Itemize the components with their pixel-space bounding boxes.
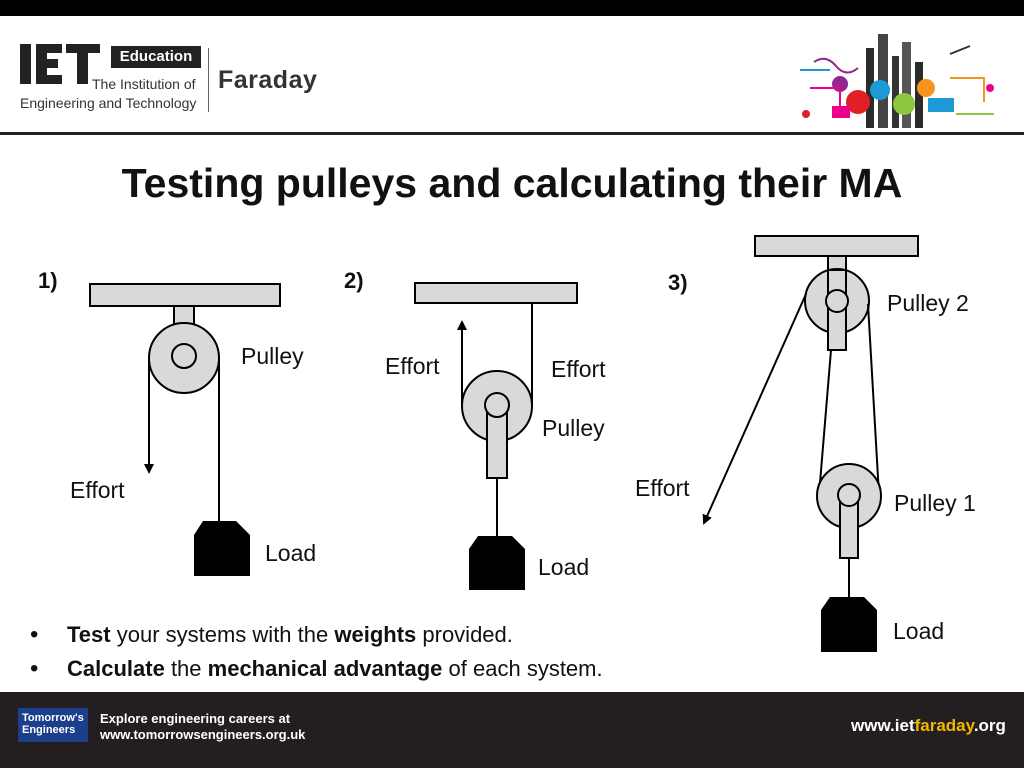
- instruction-item-test: Test your systems with the weights provi…: [30, 618, 603, 652]
- footer-url-prefix: www.iet: [851, 716, 915, 735]
- te-logo-line-1: Tomorrow's: [22, 712, 84, 724]
- bullet-bold-text: weights: [334, 622, 417, 647]
- bullet-text: your systems with the: [110, 622, 335, 647]
- footer-website-link[interactable]: www.ietfaraday.org: [851, 716, 1006, 736]
- system-3-bottom-axle: [837, 483, 861, 507]
- bullet-text: of each system.: [442, 656, 603, 681]
- system-3-effort-label: Effort: [635, 475, 690, 501]
- system-2-axle: [484, 392, 510, 418]
- system-2-number: 2): [344, 268, 364, 293]
- system-2-movable-pulley: Effort Effort Pulley Load: [385, 282, 606, 590]
- header-rule: [0, 132, 1024, 135]
- system-3-load-label: Load: [893, 618, 944, 644]
- system-1-load-label: Load: [265, 540, 316, 566]
- bullet-bold-text: Test: [67, 622, 111, 647]
- system-1-number: 1): [38, 268, 58, 293]
- bullet-bold-text: Calculate: [67, 656, 165, 681]
- education-badge: Education: [111, 46, 201, 68]
- footer-url-highlight: faraday: [914, 716, 974, 735]
- system-3-pulley-2-label: Pulley 2: [887, 290, 969, 316]
- header-banner: [0, 16, 1024, 134]
- stem-collage-decoration-icon: [800, 34, 994, 128]
- faraday-brand: Faraday: [218, 66, 318, 94]
- system-3-compound-pulley: Pulley 2 Effort Pulley 1 Load: [635, 235, 976, 652]
- institution-line-1: The Institution of: [92, 76, 196, 92]
- bullet-bold-text: mechanical advantage: [207, 656, 443, 681]
- system-3-rope-right: [867, 303, 880, 496]
- system-1-load: [194, 521, 250, 576]
- bullet-text: provided.: [416, 622, 513, 647]
- instruction-list: Test your systems with the weights provi…: [30, 618, 603, 686]
- footer-tagline-2: www.tomorrowsengineers.org.uk: [100, 727, 306, 742]
- system-2-pulley-label: Pulley: [542, 415, 605, 441]
- footer-url-suffix: .org: [973, 716, 1006, 735]
- system-3-rope-middle-left: [818, 349, 832, 496]
- system-2-ceiling: [414, 282, 578, 304]
- system-3-top-axle: [825, 289, 849, 313]
- top-bar: [0, 0, 1024, 16]
- system-2-load-label: Load: [538, 554, 589, 580]
- system-1-fixed-pulley: Pulley Effort Load: [70, 283, 316, 576]
- system-3-ceiling: [754, 235, 919, 257]
- tomorrows-engineers-logo-icon: Tomorrow's Engineers: [18, 708, 88, 742]
- system-2-effort-right-label: Effort: [551, 356, 606, 382]
- system-3-number: 3): [668, 270, 688, 295]
- logo-separator: [208, 48, 209, 112]
- system-2-effort-left-label: Effort: [385, 353, 440, 379]
- system-1-effort-label: Effort: [70, 477, 125, 503]
- iet-logo-icon: [20, 44, 100, 84]
- slide-title: Testing pulleys and calculating their MA: [121, 160, 903, 206]
- te-logo-line-2: Engineers: [22, 724, 76, 736]
- system-3-effort-rope: [702, 293, 807, 525]
- footer-tagline-1: Explore engineering careers at: [100, 711, 291, 726]
- system-1-ceiling: [89, 283, 281, 307]
- instruction-item-calculate: Calculate the mechanical advantage of ea…: [30, 652, 603, 686]
- pulley-diagrams: Pulley Effort Load Effort Effort Pulley …: [70, 235, 976, 652]
- institution-line-2: Engineering and Technology: [20, 95, 197, 111]
- footer-bar: [0, 692, 1024, 768]
- bullet-text: the: [164, 656, 208, 681]
- system-1-axle: [171, 343, 197, 369]
- system-3-pulley-1-label: Pulley 1: [894, 490, 976, 516]
- system-3-load: [821, 597, 877, 652]
- system-2-load: [469, 536, 525, 590]
- system-1-pulley-label: Pulley: [241, 343, 304, 369]
